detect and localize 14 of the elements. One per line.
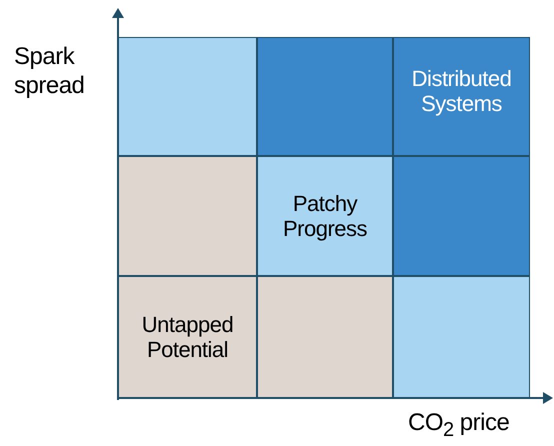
matrix-cell [257,156,393,276]
quadrant-label: Distributed Systems [410,66,512,116]
matrix-cell [257,276,393,398]
matrix-cell [118,37,257,156]
matrix-cell [118,156,257,276]
matrix-cell [257,37,393,156]
axis-label: CO$_{2}$ price [408,408,510,443]
quadrant-label: Patchy Progress [282,191,368,241]
axis-label: Spark spread [14,42,86,100]
matrix-cell [393,37,530,156]
matrix-cell [393,156,530,276]
quadrant-label: Untapped Potential [140,312,234,362]
matrix-cell [118,276,257,398]
matrix-cell [393,276,530,398]
